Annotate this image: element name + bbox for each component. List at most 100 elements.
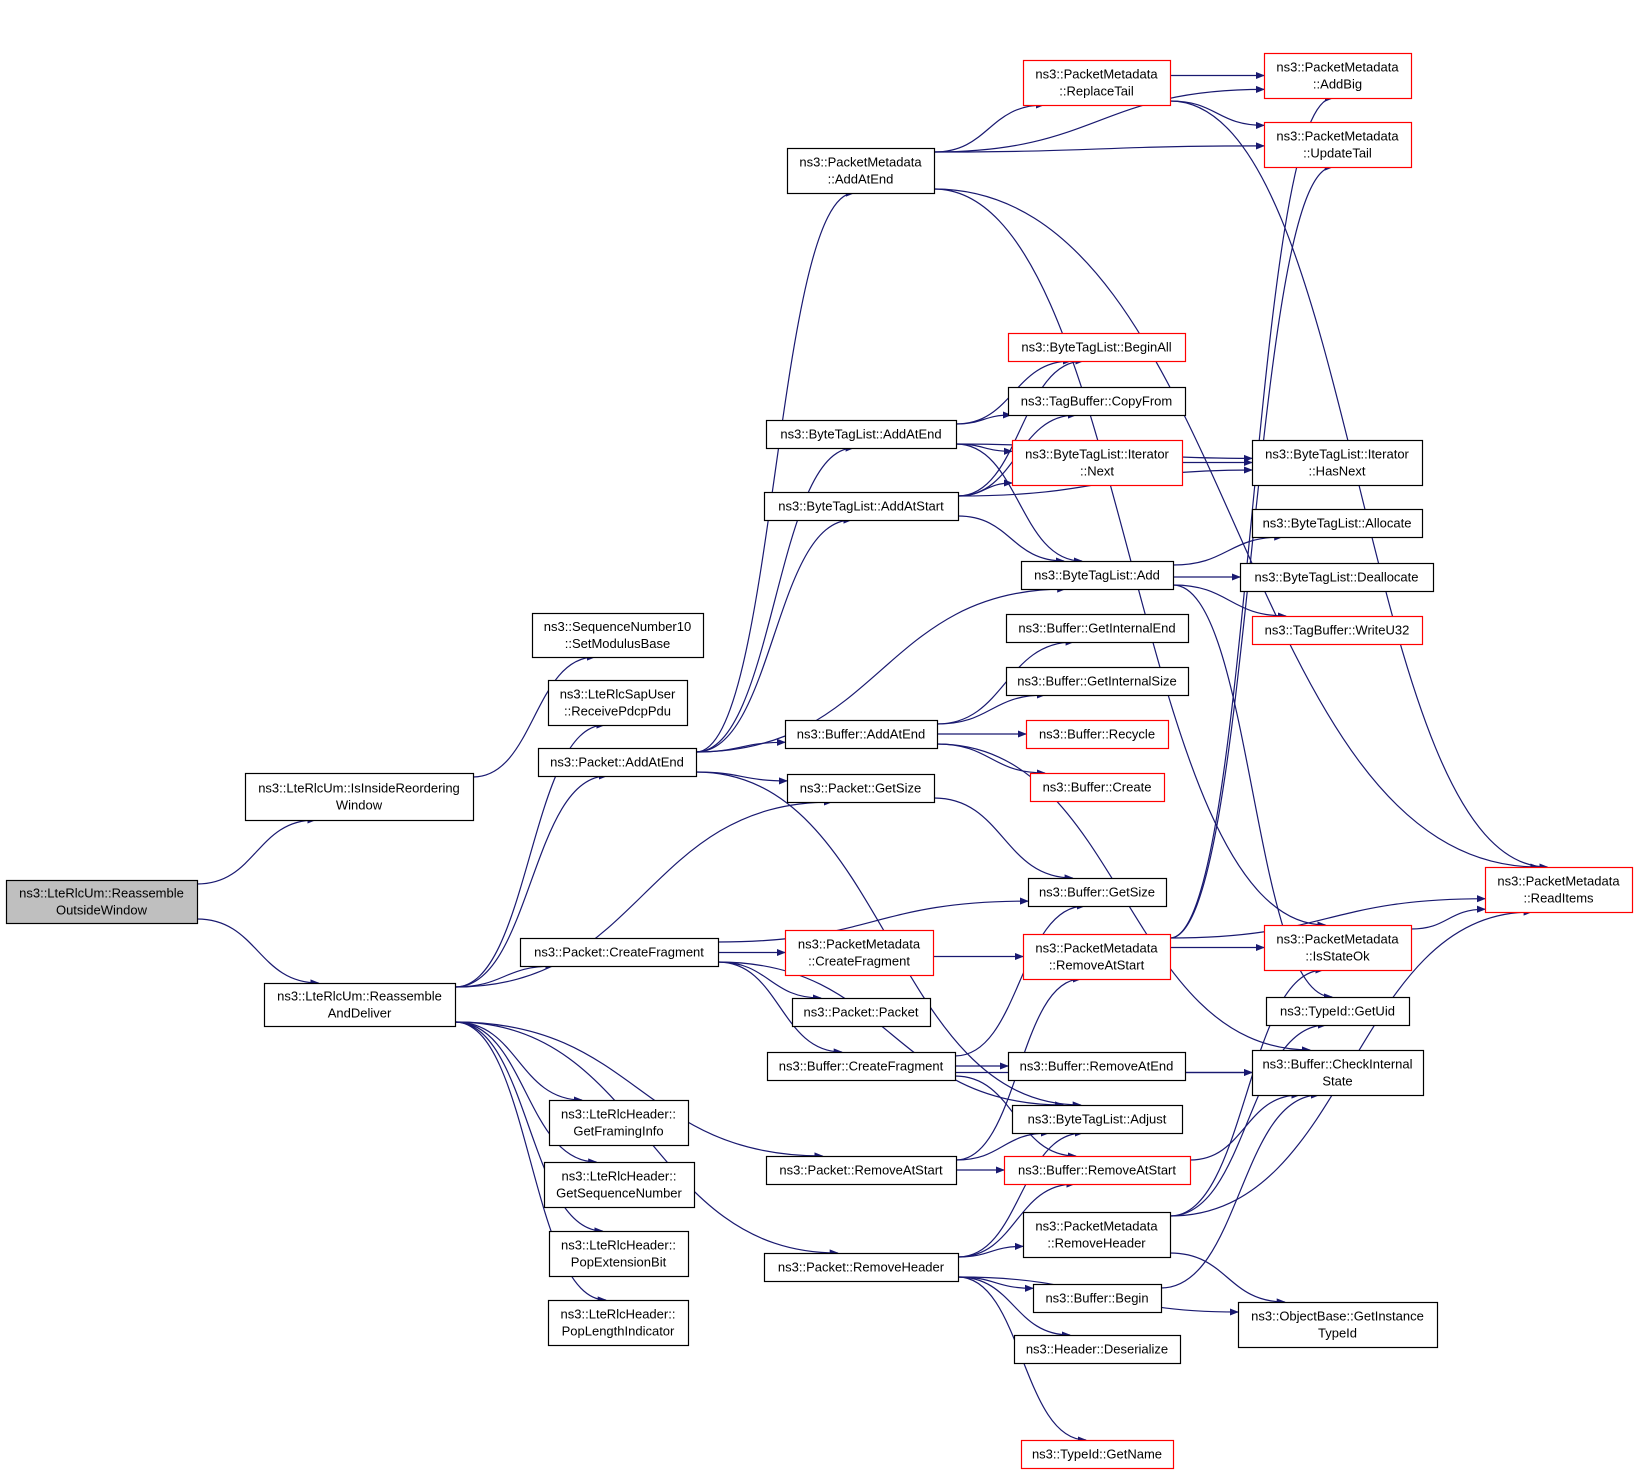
node-box xyxy=(1003,1155,1192,1186)
node-box xyxy=(263,982,457,1028)
node-pm-update-tail[interactable]: ns3::PacketMetadata::UpdateTail xyxy=(1263,121,1413,169)
node-btl-iter-has-next[interactable]: ns3::ByteTagList::Iterator::HasNext xyxy=(1251,439,1424,487)
node-buf-remove-at-end[interactable]: ns3::Buffer::RemoveAtEnd xyxy=(1007,1051,1187,1082)
node-box xyxy=(765,419,958,450)
node-packet-packet[interactable]: ns3::Packet::Packet xyxy=(791,997,932,1028)
node-btl-iter-next[interactable]: ns3::ByteTagList::Iterator::Next xyxy=(1011,439,1184,487)
node-buf-remove-at-start[interactable]: ns3::Buffer::RemoveAtStart xyxy=(1003,1155,1192,1186)
node-buf-get-internal-size[interactable]: ns3::Buffer::GetInternalSize xyxy=(1005,666,1190,697)
node-btl-deallocate[interactable]: ns3::ByteTagList::Deallocate xyxy=(1239,562,1435,593)
node-btl-add-at-end[interactable]: ns3::ByteTagList::AddAtEnd xyxy=(765,419,958,450)
node-pm-remove-at-start[interactable]: ns3::PacketMetadata::RemoveAtStart xyxy=(1022,933,1172,981)
node-label: ns3::TypeId::GetUid xyxy=(1280,1004,1395,1019)
node-label: ns3::PacketMetadata xyxy=(1276,60,1399,75)
node-layer: ns3::LteRlcUm::ReassembleOutsideWindowns… xyxy=(5,52,1634,1470)
node-box xyxy=(1007,1051,1187,1082)
node-box xyxy=(547,679,689,727)
node-label: ns3::ByteTagList::Allocate xyxy=(1263,516,1412,531)
edge-btl-add-to-tb-write-u32 xyxy=(1172,584,1287,620)
edge-create-fragment-to-buf-create-fragment xyxy=(717,961,843,1056)
node-box xyxy=(531,612,705,659)
node-packet-add-at-end[interactable]: ns3::Packet::AddAtEnd xyxy=(537,747,698,778)
node-buf-create[interactable]: ns3::Buffer::Create xyxy=(1029,772,1166,803)
node-label: ns3::Buffer::CheckInternal xyxy=(1262,1057,1412,1072)
node-label: ::ReceivePdcpPdu xyxy=(564,704,671,719)
node-btl-adjust[interactable]: ns3::ByteTagList::Adjust xyxy=(1011,1104,1184,1135)
edge-root-to-reassemble-deliver xyxy=(196,918,320,987)
edge-btl-add-at-end-to-tb-copy-from xyxy=(955,411,1012,425)
node-btl-allocate[interactable]: ns3::ByteTagList::Allocate xyxy=(1251,508,1424,539)
node-label: ns3::PacketMetadata xyxy=(1276,932,1399,947)
node-header-deserialize[interactable]: ns3::Header::Deserialize xyxy=(1013,1334,1182,1365)
node-receive-pdcp[interactable]: ns3::LteRlcSapUser::ReceivePdcpPdu xyxy=(547,679,689,727)
node-label: ::ReplaceTail xyxy=(1059,84,1134,99)
edge-btl-add-to-type-id-get-uid xyxy=(1172,584,1333,1001)
edge-create-fragment-to-btl-adjust xyxy=(717,961,1065,1109)
node-pm-is-state-ok[interactable]: ns3::PacketMetadata::IsStateOk xyxy=(1263,924,1413,972)
node-buf-begin[interactable]: ns3::Buffer::Begin xyxy=(1032,1283,1163,1314)
node-pop-len-ind[interactable]: ns3::LteRlcHeader::PopLengthIndicator xyxy=(547,1299,690,1347)
node-pm-replace-tail[interactable]: ns3::PacketMetadata::ReplaceTail xyxy=(1022,59,1172,107)
node-label: ns3::LteRlcUm::IsInsideReordering xyxy=(258,781,460,796)
node-get-framing-info[interactable]: ns3::LteRlcHeader::GetFramingInfo xyxy=(548,1099,690,1147)
node-packet-get-size[interactable]: ns3::Packet::GetSize xyxy=(786,773,936,804)
node-buf-get-size[interactable]: ns3::Buffer::GetSize xyxy=(1027,877,1168,908)
node-btl-add-at-start[interactable]: ns3::ByteTagList::AddAtStart xyxy=(763,491,960,522)
node-label: ns3::Buffer::RemoveAtEnd xyxy=(1020,1059,1174,1074)
node-label: ns3::PacketMetadata xyxy=(1035,67,1158,82)
node-pm-remove-header[interactable]: ns3::PacketMetadata::RemoveHeader xyxy=(1022,1211,1172,1259)
node-btl-begin-all[interactable]: ns3::ByteTagList::BeginAll xyxy=(1007,332,1187,363)
node-label: ns3::ByteTagList::Add xyxy=(1034,568,1160,583)
node-label: ns3::Packet::RemoveAtStart xyxy=(779,1163,943,1178)
node-box xyxy=(1020,560,1175,591)
node-buf-get-internal-end[interactable]: ns3::Buffer::GetInternalEnd xyxy=(1005,613,1190,644)
node-type-id-get-uid[interactable]: ns3::TypeId::GetUid xyxy=(1265,996,1411,1027)
node-packet-remove-at-start[interactable]: ns3::Packet::RemoveAtStart xyxy=(765,1155,958,1186)
node-label: ns3::PacketMetadata xyxy=(1035,1219,1158,1234)
node-box xyxy=(765,1155,958,1186)
node-btl-add[interactable]: ns3::ByteTagList::Add xyxy=(1020,560,1175,591)
node-set-modulus-base[interactable]: ns3::SequenceNumber10::SetModulusBase xyxy=(531,612,705,659)
node-label: ::AddAtEnd xyxy=(828,172,894,187)
node-box xyxy=(1022,59,1172,107)
node-pm-read-items[interactable]: ns3::PacketMetadata::ReadItems xyxy=(1484,866,1634,914)
edge-reassemble-deliver-to-packet-remove-at-start xyxy=(454,1021,824,1160)
node-buf-add-at-end[interactable]: ns3::Buffer::AddAtEnd xyxy=(784,719,939,750)
node-type-id-get-name[interactable]: ns3::TypeId::GetName xyxy=(1020,1439,1175,1470)
edge-pm-is-state-ok-to-pm-read-items xyxy=(1410,905,1486,930)
node-create-fragment[interactable]: ns3::Packet::CreateFragment xyxy=(519,937,720,968)
edge-btl-add-at-start-to-btl-begin-all xyxy=(957,357,1085,497)
edge-packet-add-at-end-to-btl-add-at-end xyxy=(695,444,855,753)
edge-pm-remove-header-to-ob-get-instance-type-id xyxy=(1169,1252,1286,1306)
node-box xyxy=(784,719,939,750)
node-label: ns3::SequenceNumber10 xyxy=(544,619,691,634)
node-buf-create-fragment[interactable]: ns3::Buffer::CreateFragment xyxy=(766,1051,957,1082)
node-get-seq-num[interactable]: ns3::LteRlcHeader::GetSequenceNumber xyxy=(543,1161,696,1209)
edge-btl-add-at-end-to-btl-add xyxy=(955,443,1083,565)
node-box xyxy=(786,773,936,804)
node-pm-add-big[interactable]: ns3::PacketMetadata::AddBig xyxy=(1263,52,1413,100)
edge-root-to-is-inside xyxy=(196,816,317,885)
node-label: AndDeliver xyxy=(328,1006,392,1021)
node-box xyxy=(1239,562,1435,593)
edge-create-fragment-to-buf-get-size xyxy=(717,897,1029,943)
node-packet-remove-header[interactable]: ns3::Packet::RemoveHeader xyxy=(763,1252,960,1283)
node-pm-create-fragment[interactable]: ns3::PacketMetadata::CreateFragment xyxy=(784,929,935,977)
node-label: TypeId xyxy=(1318,1326,1357,1341)
edge-packet-add-at-end-to-pm-add-at-end xyxy=(695,189,855,753)
node-label: ns3::Packet::RemoveHeader xyxy=(778,1260,945,1275)
node-buf-recycle[interactable]: ns3::Buffer::Recycle xyxy=(1025,719,1170,750)
node-label: State xyxy=(1322,1074,1352,1089)
node-box xyxy=(1265,996,1411,1027)
node-tb-copy-from[interactable]: ns3::TagBuffer::CopyFrom xyxy=(1007,386,1187,417)
node-tb-write-u32[interactable]: ns3::TagBuffer::WriteU32 xyxy=(1251,615,1424,646)
node-pm-add-at-end[interactable]: ns3::PacketMetadata::AddAtEnd xyxy=(786,147,936,195)
edge-pm-remove-header-to-type-id-get-uid xyxy=(1169,1021,1327,1217)
node-pop-ext-bit[interactable]: ns3::LteRlcHeader::PopExtensionBit xyxy=(548,1230,690,1278)
node-label: ::CreateFragment xyxy=(808,954,910,969)
